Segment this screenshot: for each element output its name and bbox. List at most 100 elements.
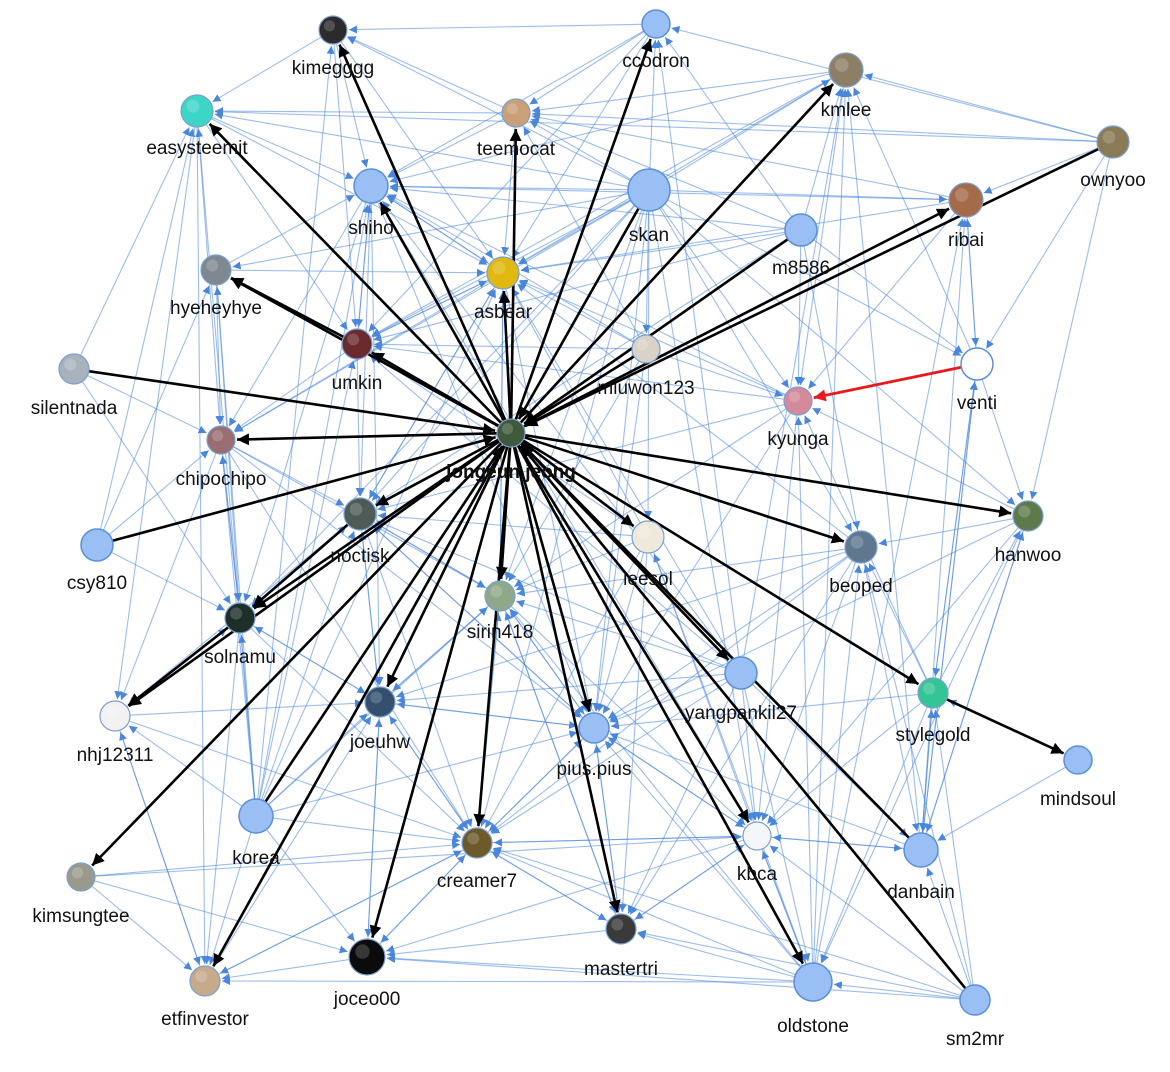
avatar-icon[interactable] bbox=[828, 52, 864, 88]
avatar-icon[interactable] bbox=[948, 182, 984, 218]
node-m8586[interactable]: m8586 bbox=[772, 213, 830, 279]
node-circle[interactable] bbox=[784, 213, 818, 247]
node-circle[interactable] bbox=[903, 832, 939, 868]
node-circle[interactable] bbox=[627, 168, 671, 212]
edge-light bbox=[233, 352, 346, 432]
avatar-icon[interactable] bbox=[631, 520, 665, 554]
avatar-icon[interactable] bbox=[180, 94, 214, 128]
avatar-icon[interactable] bbox=[343, 497, 377, 531]
node-silentnada[interactable]: silentnada bbox=[31, 353, 118, 419]
avatar-icon[interactable] bbox=[486, 256, 520, 290]
node-miuwon123[interactable]: miuwon123 bbox=[597, 334, 695, 399]
node-jongeun-jeong[interactable]: jongeun.jeong bbox=[445, 418, 576, 483]
node-circle[interactable] bbox=[724, 656, 758, 690]
avatar-icon[interactable] bbox=[1012, 500, 1044, 532]
node-solnamu[interactable]: solnamu bbox=[204, 602, 276, 668]
edge-light bbox=[368, 33, 647, 332]
node-etfinvestor[interactable]: etfinvestor bbox=[161, 965, 249, 1030]
node-mastertri[interactable]: mastertri bbox=[584, 913, 658, 980]
avatar-icon[interactable] bbox=[206, 425, 236, 455]
node-beoped[interactable]: beoped bbox=[829, 530, 893, 597]
node-korea[interactable]: korea bbox=[232, 798, 280, 869]
node-ownyoo[interactable]: ownyoo bbox=[1080, 125, 1146, 191]
avatar-icon[interactable] bbox=[99, 700, 131, 732]
edge-dark bbox=[369, 446, 509, 939]
node-kbca[interactable]: kbca bbox=[737, 821, 778, 885]
node-kmlee[interactable]: kmlee bbox=[821, 52, 872, 121]
edge-dark bbox=[230, 276, 345, 339]
avatar-icon[interactable] bbox=[348, 938, 386, 976]
node-circle[interactable] bbox=[959, 984, 991, 1016]
avatar-icon[interactable] bbox=[496, 418, 526, 448]
edge-light bbox=[652, 551, 753, 822]
node-asbear[interactable]: asbear bbox=[474, 256, 533, 323]
node-circle[interactable] bbox=[578, 712, 610, 744]
node-yangpankil27[interactable]: yangpankil27 bbox=[685, 656, 797, 724]
avatar-icon[interactable] bbox=[189, 965, 221, 997]
avatar-icon[interactable] bbox=[917, 677, 949, 709]
edge-light bbox=[797, 86, 845, 386]
node-kimsungtee[interactable]: kimsungtee bbox=[32, 862, 130, 927]
node-circle[interactable] bbox=[238, 798, 274, 834]
avatar-icon[interactable] bbox=[364, 686, 396, 718]
node-noctisk[interactable]: noctisk bbox=[330, 497, 390, 567]
avatar-icon[interactable] bbox=[341, 328, 373, 360]
avatar-icon[interactable] bbox=[1096, 125, 1130, 159]
node-joceo00[interactable]: joceo00 bbox=[333, 938, 401, 1010]
node-csy810[interactable]: csy810 bbox=[67, 528, 127, 594]
avatar-icon[interactable] bbox=[200, 254, 232, 286]
node-kyunga[interactable]: kyunga bbox=[767, 386, 829, 450]
node-chipochipo[interactable]: chipochipo bbox=[176, 425, 267, 490]
avatar-icon[interactable] bbox=[58, 353, 90, 385]
node-label: ribai bbox=[948, 230, 984, 251]
node-pius-pius[interactable]: pius.pius bbox=[557, 712, 632, 780]
node-circle[interactable] bbox=[641, 9, 671, 39]
node-shiho[interactable]: shiho bbox=[348, 168, 394, 239]
edge-dark bbox=[516, 444, 805, 965]
node-circle[interactable] bbox=[793, 962, 833, 1002]
avatar-highlight bbox=[490, 585, 503, 598]
avatar-icon[interactable] bbox=[605, 913, 637, 945]
edge-dark bbox=[386, 445, 507, 688]
edge-dark bbox=[523, 355, 635, 426]
node-venti[interactable]: venti bbox=[957, 347, 997, 414]
avatar-icon[interactable] bbox=[501, 98, 531, 128]
avatar-icon[interactable] bbox=[461, 827, 493, 859]
node-danbain[interactable]: danbain bbox=[887, 832, 955, 903]
node-hanwoo[interactable]: hanwoo bbox=[995, 500, 1062, 566]
node-creamer7[interactable]: creamer7 bbox=[437, 827, 517, 892]
avatar-icon[interactable] bbox=[224, 602, 256, 634]
node-ribai[interactable]: ribai bbox=[948, 182, 984, 251]
node-circle[interactable] bbox=[1063, 745, 1093, 775]
node-label: ccodron bbox=[622, 51, 690, 72]
node-sirin418[interactable]: sirin418 bbox=[467, 580, 534, 643]
node-skan[interactable]: skan bbox=[627, 168, 671, 246]
node-mindsoul[interactable]: mindsoul bbox=[1040, 745, 1116, 810]
node-circle[interactable] bbox=[960, 347, 994, 381]
node-kimegggg[interactable]: kimegggg bbox=[292, 15, 374, 79]
avatar-icon[interactable] bbox=[66, 862, 96, 892]
avatar-highlight bbox=[370, 691, 383, 704]
avatar-icon[interactable] bbox=[318, 15, 348, 45]
node-ccodron[interactable]: ccodron bbox=[622, 9, 690, 72]
avatar-icon[interactable] bbox=[631, 334, 661, 364]
node-teemocat[interactable]: teemocat bbox=[477, 98, 556, 160]
node-joeuhw[interactable]: joeuhw bbox=[349, 686, 410, 753]
node-hyeheyhye[interactable]: hyeheyhye bbox=[170, 254, 262, 319]
node-oldstone[interactable]: oldstone bbox=[777, 962, 849, 1037]
node-circle[interactable] bbox=[353, 168, 389, 204]
node-sm2mr[interactable]: sm2mr bbox=[946, 984, 1005, 1050]
node-stylegold[interactable]: stylegold bbox=[896, 677, 971, 746]
avatar-highlight bbox=[230, 607, 243, 620]
avatar-icon[interactable] bbox=[484, 580, 516, 612]
node-easysteemit[interactable]: easysteemit bbox=[146, 94, 248, 159]
avatar-icon[interactable] bbox=[783, 386, 813, 416]
node-nhj12311[interactable]: nhj12311 bbox=[77, 700, 154, 766]
node-leesol[interactable]: leesol bbox=[623, 520, 673, 590]
avatar-icon[interactable] bbox=[844, 530, 878, 564]
avatar-icon[interactable] bbox=[742, 821, 772, 851]
node-umkin[interactable]: umkin bbox=[332, 328, 383, 394]
node-circle[interactable] bbox=[80, 528, 114, 562]
edge-light bbox=[803, 245, 861, 530]
